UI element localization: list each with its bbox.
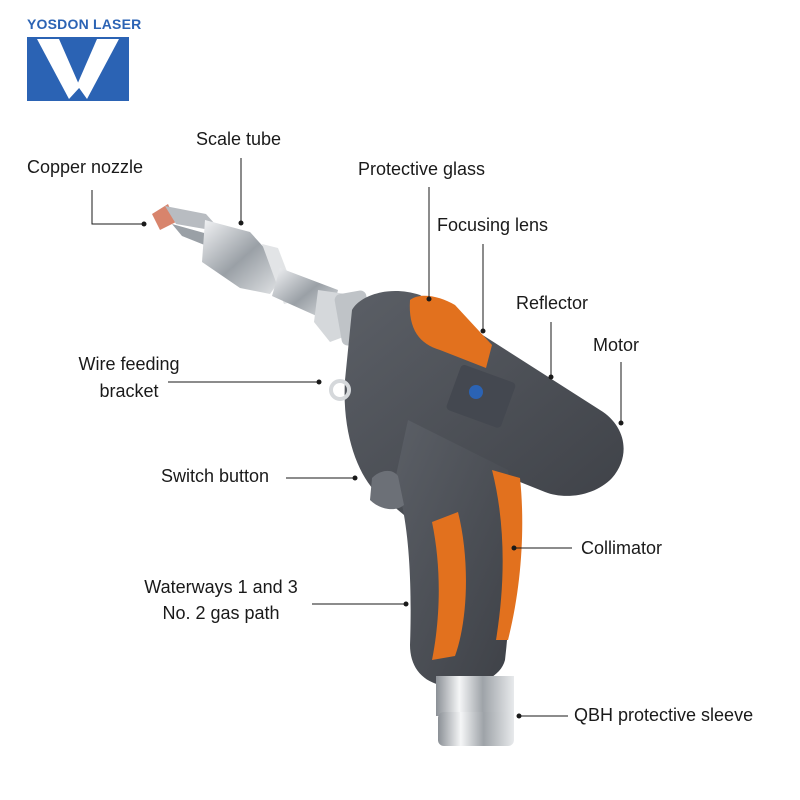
dot-protective-glass — [426, 296, 432, 302]
qbh-sleeve — [436, 676, 514, 746]
dot-focusing-lens — [480, 328, 486, 334]
top-accent — [409, 295, 492, 368]
scale-tube — [202, 220, 286, 294]
logo-v-left — [37, 39, 80, 99]
dot-switch-button — [352, 475, 358, 481]
gun-brand-logo — [469, 385, 483, 399]
label-copper-nozzle: Copper nozzle — [27, 157, 144, 177]
collimator-accent — [492, 470, 523, 640]
label-wire-feeding-line1: Wire feeding — [78, 354, 180, 374]
leader-endpoints — [141, 220, 624, 719]
dot-copper-nozzle — [141, 221, 147, 227]
qbh-sleeve-upper — [436, 676, 514, 716]
label-motor: Motor — [593, 335, 640, 355]
label-wire-feeding-line2: bracket — [99, 381, 159, 401]
dot-waterways — [403, 601, 409, 607]
gun-body — [329, 290, 624, 687]
label-focusing-lens: Focusing lens — [437, 215, 549, 235]
dot-collimator — [511, 545, 517, 551]
logo-v-right — [77, 39, 119, 99]
dot-scale-tube — [238, 220, 244, 226]
label-reflector: Reflector — [516, 293, 589, 313]
nozzle-assembly — [152, 204, 374, 346]
qbh-sleeve-lower — [438, 712, 514, 746]
dot-wire-feeding — [316, 379, 322, 385]
dot-reflector — [548, 374, 554, 380]
leader-lines — [91, 158, 622, 717]
label-collimator: Collimator — [581, 538, 663, 558]
brand-logo-mark — [27, 37, 129, 101]
label-qbh-sleeve: QBH protective sleeve — [574, 705, 754, 725]
wire-bracket-ring — [329, 379, 351, 401]
brand-logo-text: YOSDON LASER — [27, 16, 142, 32]
trigger — [370, 470, 404, 510]
label-scale-tube: Scale tube — [196, 129, 282, 149]
label-switch-button: Switch button — [161, 466, 270, 486]
dot-qbh — [516, 713, 522, 719]
label-waterways-line2: No. 2 gas path — [162, 603, 280, 623]
grip-accent — [432, 512, 466, 660]
dot-motor — [618, 420, 624, 426]
label-waterways-line1: Waterways 1 and 3 — [144, 577, 298, 597]
leader-copper-nozzle — [91, 190, 143, 225]
label-protective-glass: Protective glass — [358, 159, 486, 179]
